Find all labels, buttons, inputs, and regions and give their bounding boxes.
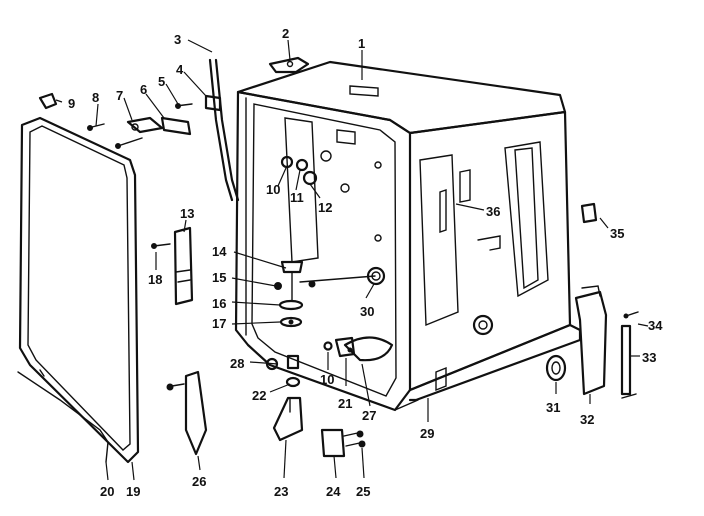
callout-21: 21 xyxy=(338,396,352,411)
callout-7: 7 xyxy=(116,88,123,103)
callout-35: 35 xyxy=(610,226,624,241)
lower-parts xyxy=(166,202,639,458)
door-gasket xyxy=(17,116,140,464)
callout-15: 15 xyxy=(212,270,226,285)
callout-33: 33 xyxy=(642,350,656,365)
callout-14: 14 xyxy=(212,244,227,259)
callout-12: 12 xyxy=(318,200,332,215)
callout-36: 36 xyxy=(486,204,500,219)
callout-20: 20 xyxy=(100,484,114,499)
hinge-parts xyxy=(38,56,310,149)
side-panel-13 xyxy=(151,226,194,306)
callout-9: 9 xyxy=(68,96,75,111)
wash-arm-assembly xyxy=(274,260,376,328)
callout-22: 22 xyxy=(252,388,266,403)
callout-8: 8 xyxy=(92,90,99,105)
tub-cabinet xyxy=(208,58,582,412)
callout-32: 32 xyxy=(580,412,594,427)
callout-25: 25 xyxy=(356,484,370,499)
callout-labels: 1 2 3 4 5 6 7 8 9 10 11 12 13 14 15 16 1… xyxy=(68,26,663,499)
callout-23: 23 xyxy=(274,484,288,499)
callout-30: 30 xyxy=(360,304,374,319)
callout-24: 24 xyxy=(326,484,341,499)
callout-19: 19 xyxy=(126,484,140,499)
callout-3: 3 xyxy=(174,32,181,47)
callout-1: 1 xyxy=(358,36,365,51)
callout-4: 4 xyxy=(176,62,184,77)
callout-10-lower: 10 xyxy=(320,372,334,387)
callout-2: 2 xyxy=(282,26,289,41)
callout-18: 18 xyxy=(148,272,162,287)
callout-34: 34 xyxy=(648,318,663,333)
callout-17: 17 xyxy=(212,316,226,331)
callout-28: 28 xyxy=(230,356,244,371)
callout-6: 6 xyxy=(140,82,147,97)
callout-10-upper: 10 xyxy=(266,182,280,197)
callout-26: 26 xyxy=(192,474,206,489)
callout-29: 29 xyxy=(420,426,434,441)
callout-13: 13 xyxy=(180,206,194,221)
callout-11: 11 xyxy=(290,190,304,205)
leader-lines xyxy=(55,39,649,481)
callout-31: 31 xyxy=(546,400,560,415)
callout-5: 5 xyxy=(158,74,165,89)
callout-27: 27 xyxy=(362,408,376,423)
callout-16: 16 xyxy=(212,296,226,311)
